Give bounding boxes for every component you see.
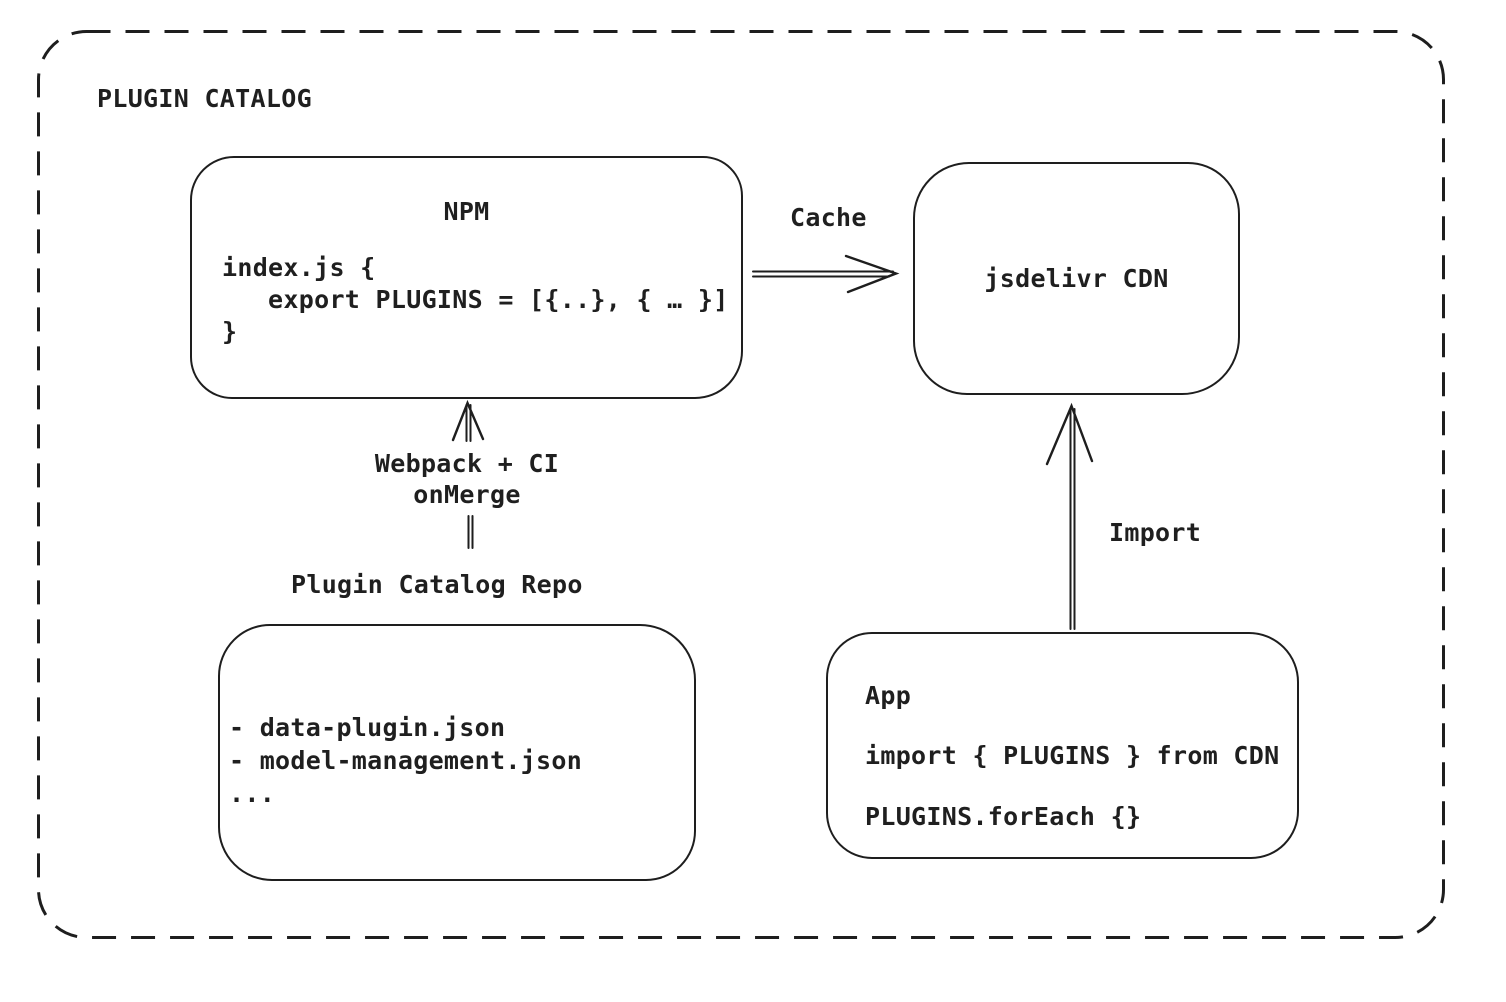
- npm-code-block: index.js { export PLUGINS = [{..}, { … }…: [222, 252, 729, 348]
- cache-edge-label: Cache: [790, 203, 867, 232]
- cache-arrow: [752, 254, 900, 294]
- npm-node: NPM index.js { export PLUGINS = [{..}, {…: [190, 156, 743, 399]
- build-arrow: [451, 399, 485, 442]
- app-code-line: PLUGINS.forEach {}: [865, 802, 1142, 831]
- npm-node-title: NPM: [443, 197, 490, 226]
- repo-node: - data-plugin.json - model-management.js…: [218, 624, 696, 881]
- cdn-node: jsdelivr CDN: [913, 162, 1240, 395]
- repo-node-title: Plugin Catalog Repo: [291, 570, 583, 599]
- app-code-line: import { PLUGINS } from CDN: [865, 741, 1280, 770]
- repo-file-item: - data-plugin.json: [229, 713, 506, 742]
- app-node-title: App: [865, 681, 912, 710]
- build-edge-label: Webpack + CI onMerge: [347, 448, 587, 510]
- npm-code-line: index.js {: [222, 253, 376, 282]
- npm-code-line: export PLUGINS = [{..}, { … }]: [222, 285, 729, 314]
- repo-file-list: - data-plugin.json - model-management.js…: [229, 712, 582, 811]
- app-node: App import { PLUGINS } from CDN PLUGINS.…: [826, 632, 1299, 859]
- import-edge-label: Import: [1109, 518, 1202, 547]
- build-edge-label-line1: Webpack + CI: [374, 449, 560, 478]
- npm-code-line: }: [222, 317, 238, 346]
- repo-file-item: ...: [229, 779, 276, 808]
- repo-file-item: - model-management.json: [229, 746, 583, 775]
- build-edge-label-line2: onMerge: [413, 480, 521, 509]
- cdn-node-label: jsdelivr CDN: [984, 263, 1169, 293]
- diagram-title: PLUGIN CATALOG: [97, 84, 312, 113]
- build-connector-line: [467, 515, 474, 549]
- import-arrow: [1045, 402, 1094, 630]
